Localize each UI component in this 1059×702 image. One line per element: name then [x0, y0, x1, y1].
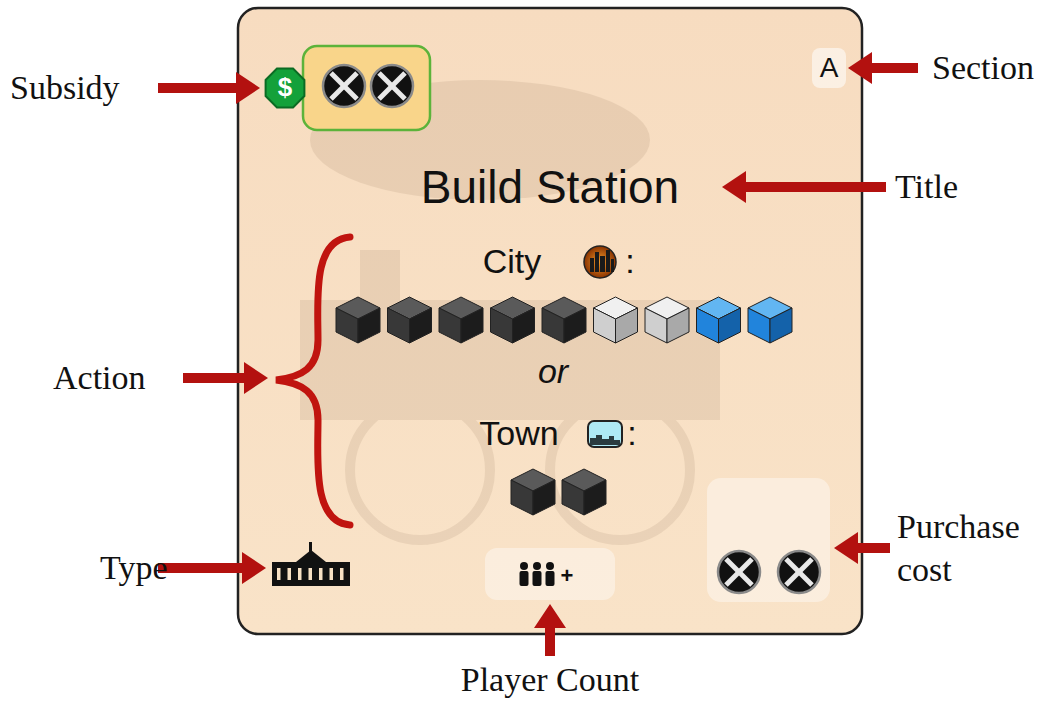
subsidy-symbol: $ [278, 73, 292, 103]
callout-arrow [534, 604, 566, 656]
colon: : [627, 414, 636, 453]
resource-cube [748, 297, 792, 343]
subsidy-octagon [266, 69, 305, 108]
resource-cube [645, 297, 689, 343]
section-callout: Section [932, 47, 1034, 90]
card-outline [238, 8, 862, 634]
section-letter: A [820, 52, 839, 84]
resource-cube [562, 469, 606, 515]
action-callout: Action [53, 357, 146, 400]
callout-arrow [183, 362, 268, 394]
crossing-icon [323, 65, 365, 107]
callout-arrow [848, 52, 918, 84]
player-count-patch [485, 548, 615, 600]
town-icon [588, 421, 622, 447]
or-word: or [538, 352, 568, 391]
subsidy-callout: Subsidy [10, 67, 120, 110]
player-plus: + [561, 563, 574, 588]
callout-arrow [834, 532, 890, 564]
title-callout: Title [895, 166, 958, 209]
callout-arrow [158, 72, 260, 104]
subsidy-box [303, 46, 430, 130]
card-title: Build Station [421, 161, 679, 214]
resource-cube [511, 469, 555, 515]
section-patch [812, 48, 846, 88]
town-label: Town [479, 414, 558, 453]
players-icon [520, 562, 555, 586]
game-card: $ A Build StationCity: orTown: + [238, 8, 862, 634]
type-callout: Type [100, 547, 168, 590]
city-label: City [483, 242, 542, 281]
callout-arrow [158, 552, 266, 584]
resource-cube [388, 297, 432, 343]
resource-cube [697, 297, 741, 343]
station-type-icon [272, 542, 350, 586]
resource-cube [336, 297, 380, 343]
resource-cube [439, 297, 483, 343]
callout-arrow [722, 171, 886, 203]
player-count-callout: Player Count [461, 659, 639, 702]
train-illustration [300, 80, 720, 540]
crossing-icon [718, 551, 760, 593]
crossing-icon [778, 551, 820, 593]
purchase-cost-patch [707, 478, 830, 602]
resource-cube [542, 297, 586, 343]
colon: : [625, 242, 634, 281]
purchase-cost-callout: Purchase cost [897, 506, 1047, 591]
resource-cube [594, 297, 638, 343]
action-brace [276, 237, 350, 525]
crossing-icon [371, 65, 413, 107]
resource-cube [491, 297, 535, 343]
city-icon [584, 246, 616, 278]
